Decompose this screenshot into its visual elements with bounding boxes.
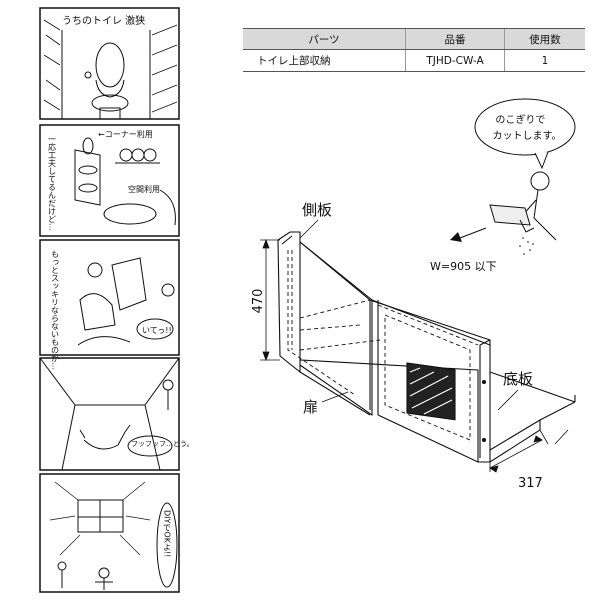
comic-panel3-text: もっとスッキリならないものか… — [51, 250, 60, 370]
parts-table-cell-code: TJHD-CW-A — [405, 49, 505, 72]
comic-panel-4: フッフッフ…どう。 — [39, 357, 194, 471]
parts-table-header-row: パーツ 品番 使用数 — [243, 28, 585, 50]
comic-panel2-left-text: 一応工夫してるんだけど… — [48, 135, 57, 231]
comic-drawing: うちのトイレ 激狭 ←コーナー利用 空間利用 一応工夫してるんだけど… — [39, 7, 194, 593]
comic-panel3-bubble: いてっ!! — [142, 326, 172, 335]
comic-panel-5: DIYでOKよ!! — [39, 473, 180, 593]
dimension-lines — [260, 238, 569, 473]
dim-depth-label: 317 — [518, 476, 543, 491]
comic-panel1-title: うちのトイレ 激狭 — [62, 14, 145, 27]
assembly-diagram: のこぎりで カットします。 W=905 以下 — [200, 95, 600, 600]
comic-panel2-space-label: 空間利用 — [128, 184, 160, 194]
parts-table-cell-qty: 1 — [504, 49, 585, 72]
parts-table: パーツ 品番 使用数 トイレ上部収納 TJHD-CW-A 1 — [243, 28, 585, 72]
comic-strip: うちのトイレ 激狭 ←コーナー利用 空間利用 一応工夫してるんだけど… — [0, 0, 200, 600]
label-door: 扉 — [303, 398, 318, 416]
dim-height-label: 470 — [251, 289, 266, 314]
assembly-drawing: のこぎりで カットします。 W=905 以下 — [251, 98, 576, 491]
comic-panel-1: うちのトイレ 激狭 — [39, 7, 180, 120]
parts-table-header-part: パーツ — [243, 28, 406, 50]
comic-panel-3: いてっ!! もっとスッキリならないものか… — [39, 239, 180, 370]
comic-panel-2: ←コーナー利用 空間利用 一応工夫してるんだけど… — [39, 124, 180, 237]
parts-table-cell-part: トイレ上部収納 — [243, 49, 406, 72]
saw-bubble-text: のこぎりで カットします。 — [493, 113, 562, 142]
comic-panel2-corner-label: ←コーナー利用 — [98, 129, 153, 139]
comic-panel5-bubble: DIYでOKよ!! — [163, 510, 172, 557]
table-row: トイレ上部収納 TJHD-CW-A 1 — [243, 49, 585, 72]
saw-figure: のこぎりで カットします。 W=905 以下 — [430, 98, 576, 273]
width-note: W=905 以下 — [430, 260, 497, 273]
comic-panel4-bubble: フッフッフ…どう。 — [131, 440, 194, 448]
parts-table-header-code: 品番 — [405, 28, 505, 50]
label-bottom-panel: 底板 — [503, 370, 533, 388]
parts-table-header-qty: 使用数 — [504, 28, 585, 50]
label-side-panel: 側板 — [302, 201, 332, 219]
cabinet-drawing — [277, 231, 576, 463]
